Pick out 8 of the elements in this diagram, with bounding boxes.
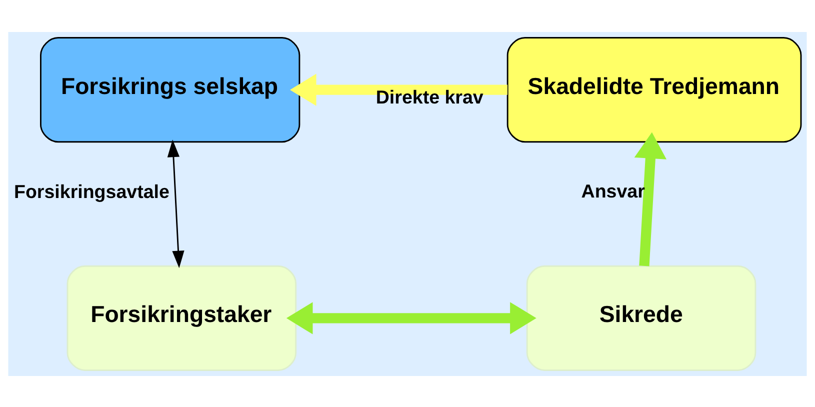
node-box: Skadelidte Tredjemann [506, 36, 802, 142]
node-box: Forsikringstaker [66, 264, 297, 370]
node-box: Sikrede [526, 264, 756, 370]
arrow [286, 302, 536, 334]
node-box: Forsikrings selskap [40, 36, 300, 142]
edge-label: Forsikringsavtale [14, 180, 170, 202]
arrow [167, 139, 184, 268]
arrow [634, 132, 666, 266]
